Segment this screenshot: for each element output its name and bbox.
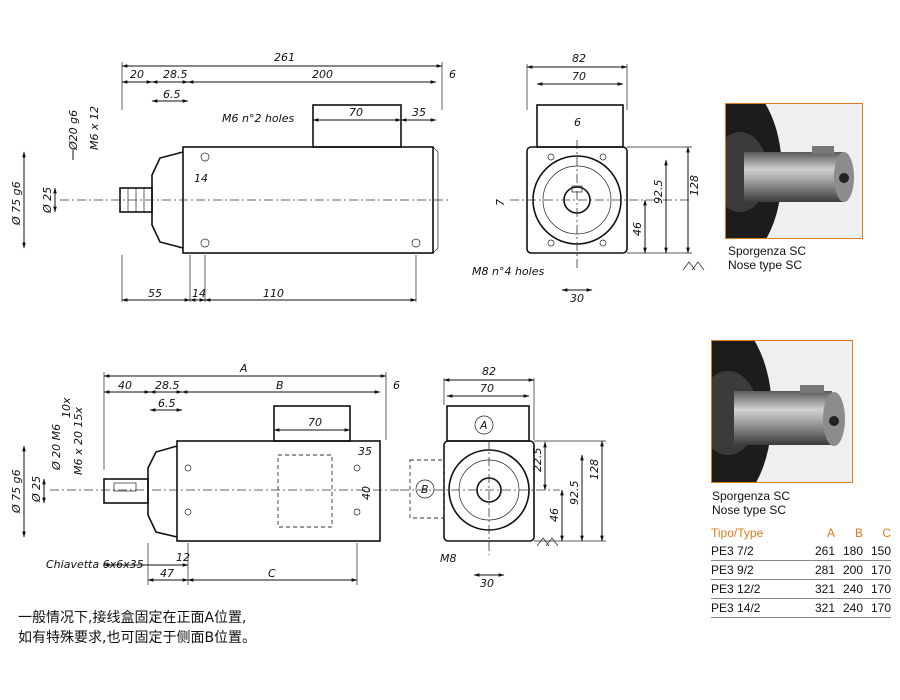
table-cell: 150 bbox=[863, 542, 891, 561]
table-cell: 170 bbox=[863, 598, 891, 618]
side2-dim-30: 30 bbox=[480, 577, 494, 590]
dim-14-a: 14 bbox=[194, 172, 208, 185]
side-dim-70: 70 bbox=[572, 70, 586, 83]
table-cell: PE3 9/2 bbox=[711, 560, 807, 580]
note-line-1: 一般情况下,接线盒固定在正面A位置, bbox=[18, 610, 247, 626]
caption-top: Sporgenza SC Nose type SC bbox=[728, 244, 806, 272]
side2-dim-46: 46 bbox=[548, 508, 561, 522]
label-b: B bbox=[421, 483, 429, 496]
dim-6: 6 bbox=[449, 68, 456, 81]
side-dim-82: 82 bbox=[572, 52, 586, 65]
table-cell: PE3 14/2 bbox=[711, 598, 807, 618]
dim-40-v: 40 bbox=[360, 486, 373, 500]
dim-47: 47 bbox=[160, 567, 174, 580]
side-dim-6: 6 bbox=[574, 116, 581, 129]
dim-200: 200 bbox=[312, 68, 333, 81]
side-dim-30: 30 bbox=[570, 292, 584, 305]
table-cell: 321 bbox=[807, 579, 835, 599]
dim-70: 70 bbox=[349, 106, 363, 119]
installation-note: 一般情况下,接线盒固定在正面A位置, 如有特殊要求,也可固定于侧面B位置。 bbox=[18, 608, 256, 648]
nose-photo-bottom bbox=[711, 340, 853, 483]
type-table: Tipo/Type A B C PE3 7/2 261 180 150 PE3 … bbox=[711, 524, 891, 618]
top-front-view: 261 20 28.5 200 6 6.5 M6 n°2 holes 70 35… bbox=[10, 51, 456, 302]
side-dim-128: 128 bbox=[688, 175, 701, 196]
side-dim-46: 46 bbox=[631, 222, 644, 236]
dim-35-b: 35 bbox=[358, 445, 372, 458]
dim-phi75: Ø 75 g6 bbox=[10, 181, 23, 226]
holes-label: M6 n°2 holes bbox=[222, 112, 294, 125]
side2-dim-70: 70 bbox=[480, 382, 494, 395]
key-label: Chiavetta 6x6x35 bbox=[46, 558, 144, 571]
side-dim-7: 7 bbox=[494, 199, 507, 206]
dim-28-5-b: 28.5 bbox=[155, 379, 180, 392]
label-a: A bbox=[479, 419, 488, 432]
table-header: C bbox=[882, 526, 891, 540]
bottom-side-view: A B 82 70 128 92.5 22.5 46 M8 30 bbox=[400, 365, 606, 590]
note-line-2: 如有特殊要求,也可固定于侧面B位置。 bbox=[18, 630, 257, 646]
shaft-photo-bottom-icon bbox=[712, 341, 852, 482]
terminal-box bbox=[312, 104, 402, 148]
nose-photo-top bbox=[725, 103, 863, 239]
dim-phi75-b: Ø 75 g6 bbox=[10, 469, 23, 514]
table-cell: 170 bbox=[863, 579, 891, 599]
table-header-row: Tipo/Type A B C bbox=[711, 524, 891, 542]
table-cell: 180 bbox=[835, 542, 863, 561]
dim-10x: 10x bbox=[60, 397, 73, 418]
table-row: PE3 9/2 281 200 170 bbox=[711, 560, 891, 580]
table-cell: 170 bbox=[863, 560, 891, 580]
dim-m6x20: M6 x 20 15x bbox=[72, 407, 85, 475]
top-side-view: 82 70 6 7 128 92.5 46 M8 n°4 holes 30 bbox=[472, 52, 705, 305]
side2-dim-82: 82 bbox=[482, 365, 496, 378]
dim-14-b: 14 bbox=[192, 287, 206, 300]
dim-m6x12: M6 x 12 bbox=[88, 106, 101, 150]
dim-261: 261 bbox=[274, 51, 295, 64]
dim-12: 12 bbox=[176, 551, 190, 564]
dim-70-b: 70 bbox=[308, 416, 322, 429]
table-cell: 281 bbox=[807, 560, 835, 580]
table-header: B bbox=[854, 526, 863, 540]
dim-phi25: Ø 25 bbox=[41, 187, 54, 214]
table-cell: 200 bbox=[835, 560, 863, 580]
dim-6-b: 6 bbox=[393, 379, 400, 392]
dim-phi20m6: Ø 20 M6 bbox=[50, 424, 63, 471]
table-cell: 240 bbox=[835, 579, 863, 599]
dim-6-5-b: 6.5 bbox=[158, 397, 176, 410]
caption-bottom: Sporgenza SC Nose type SC bbox=[712, 489, 790, 517]
caption-bottom-it: Sporgenza SC bbox=[712, 489, 791, 503]
dim-110: 110 bbox=[263, 287, 284, 300]
bottom-front-view: A 40 28.5 B 6 6.5 70 35 40 Ø 20 M6 M6 x … bbox=[10, 362, 400, 585]
dim-55: 55 bbox=[148, 287, 162, 300]
dim-b: B bbox=[276, 379, 284, 392]
table-cell: PE3 12/2 bbox=[711, 579, 807, 599]
side-dim-92-5: 92.5 bbox=[652, 180, 665, 205]
dim-40: 40 bbox=[118, 379, 132, 392]
side2-dim-92-5: 92.5 bbox=[568, 481, 581, 506]
dim-20: 20 bbox=[130, 68, 144, 81]
side2-m8: M8 bbox=[440, 552, 457, 565]
caption-bottom-en: Nose type SC bbox=[712, 503, 787, 517]
shaft-photo-icon bbox=[726, 104, 862, 238]
table-header: Tipo/Type bbox=[711, 526, 764, 540]
table-row: PE3 14/2 321 240 170 bbox=[711, 598, 891, 618]
table-cell: 240 bbox=[835, 598, 863, 618]
table-cell: 261 bbox=[807, 542, 835, 561]
side2-dim-22-5: 22.5 bbox=[531, 448, 544, 473]
table-cell: 321 bbox=[807, 598, 835, 618]
side2-dim-128: 128 bbox=[588, 459, 601, 480]
dim-phi20: Ø20 g6 bbox=[67, 110, 80, 151]
dim-35: 35 bbox=[412, 106, 426, 119]
dim-c: C bbox=[268, 567, 276, 580]
dim-a: A bbox=[239, 362, 248, 375]
dim-28-5: 28.5 bbox=[163, 68, 188, 81]
side-m8-holes: M8 n°4 holes bbox=[472, 265, 544, 278]
table-header: A bbox=[826, 526, 835, 540]
caption-top-en: Nose type SC bbox=[728, 258, 803, 272]
table-row: PE3 12/2 321 240 170 bbox=[711, 579, 891, 599]
caption-top-it: Sporgenza SC bbox=[728, 244, 807, 258]
table-row: PE3 7/2 261 180 150 bbox=[711, 542, 891, 561]
dim-phi25-b: Ø 25 bbox=[30, 476, 43, 503]
table-cell: PE3 7/2 bbox=[711, 542, 807, 561]
dim-6-5: 6.5 bbox=[163, 88, 181, 101]
